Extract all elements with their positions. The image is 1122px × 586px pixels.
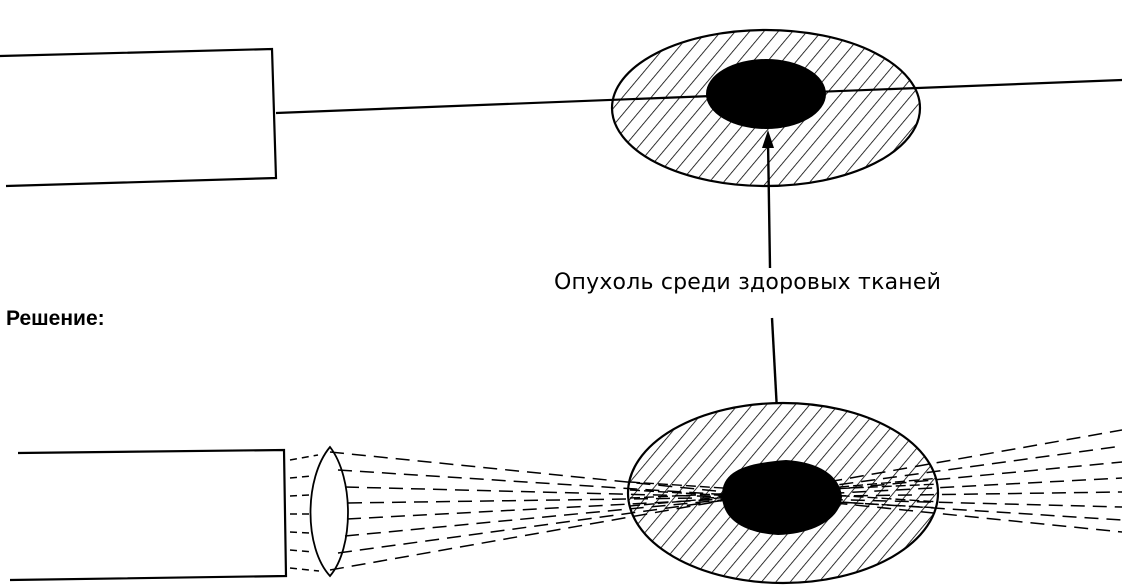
ray-line-top [275,78,1122,115]
solution-label: Решение: [6,307,105,330]
ray-source-top [0,47,278,188]
tumor-bottom [722,460,842,535]
ray-source-bottom [9,448,288,582]
ray-bundle-source [289,454,320,572]
tumor-label: Опухоль среди здоровых тканей [554,270,942,295]
lens [309,445,349,578]
arrow-up [762,130,774,269]
